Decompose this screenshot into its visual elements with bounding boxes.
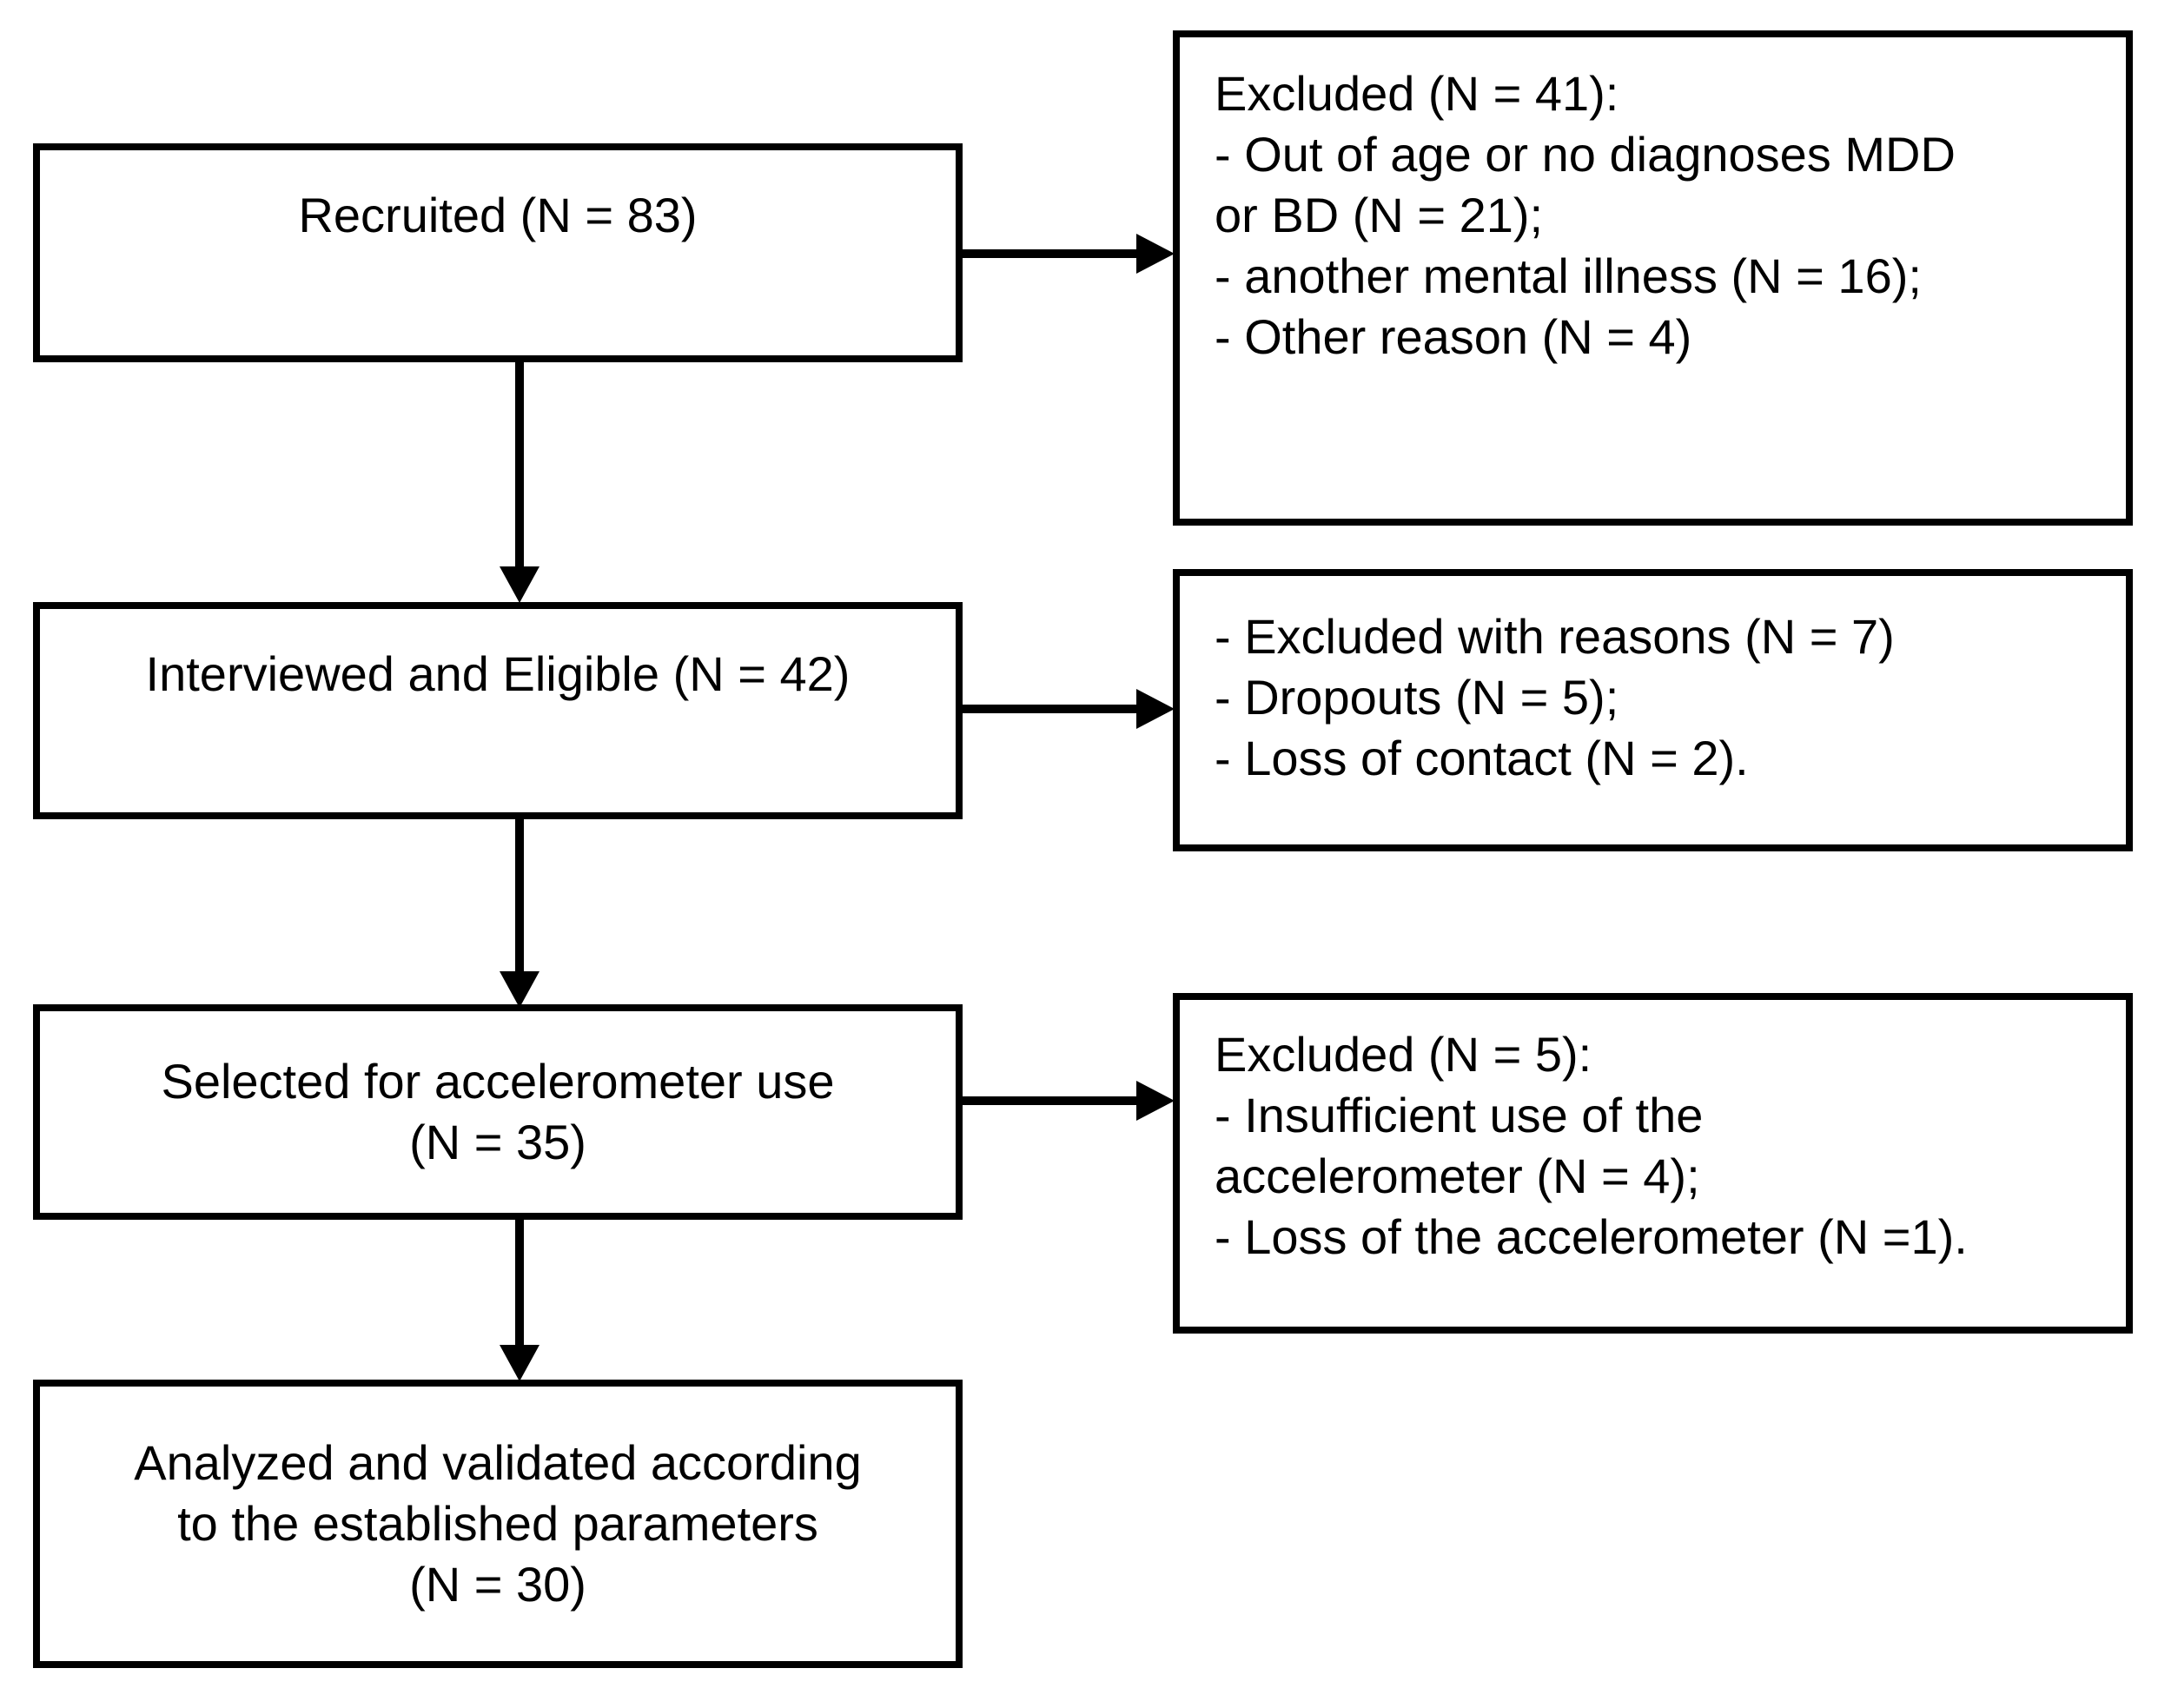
- box-excluded-after-interview: - Excluded with reasons (N = 7) - Dropou…: [1173, 569, 2133, 851]
- box-analyzed-validated: Analyzed and validated according to the …: [33, 1380, 963, 1668]
- box-text-line: Excluded (N = 5):: [1215, 1027, 1592, 1082]
- box-text-line: (N = 30): [409, 1557, 586, 1612]
- box-text-line: - another mental illness (N = 16);: [1215, 248, 1922, 303]
- arrow-interviewed-to-excluded-2: [959, 689, 1175, 729]
- arrow-recruited-to-excluded-1: [959, 234, 1175, 274]
- box-text-line: - Other reason (N = 4): [1215, 309, 1692, 364]
- arrow-interviewed-to-selected: [500, 816, 540, 1008]
- box-text-line: accelerometer (N = 4);: [1215, 1149, 1700, 1203]
- box-selected-accelerometer: Selected for accelerometer use (N = 35): [33, 1004, 963, 1220]
- arrow-selected-to-analyzed: [500, 1216, 540, 1381]
- box-text-line: or BD (N = 21);: [1215, 188, 1544, 242]
- box-text-line: Excluded (N = 41):: [1215, 66, 1619, 121]
- box-interviewed-eligible: Interviewed and Eligible (N = 42): [33, 602, 963, 819]
- box-text-line: to the established parameters: [177, 1496, 818, 1551]
- box-text-line: - Insufficient use of the: [1215, 1088, 1704, 1142]
- box-text-line: Analyzed and validated according: [134, 1435, 862, 1490]
- box-text-line: Selected for accelerometer use: [161, 1054, 835, 1109]
- box-text-line: - Loss of contact (N = 2).: [1215, 731, 1749, 785]
- box-excluded-after-recruitment: Excluded (N = 41): - Out of age or no di…: [1173, 30, 2133, 526]
- box-text-line: Recruited (N = 83): [298, 188, 698, 242]
- box-text-line: - Dropouts (N = 5);: [1215, 670, 1619, 725]
- box-text-line: (N = 35): [409, 1115, 586, 1169]
- box-text-line: Interviewed and Eligible (N = 42): [145, 646, 851, 701]
- box-text-line: - Out of age or no diagnoses MDD: [1215, 127, 1956, 182]
- arrow-selected-to-excluded-3: [959, 1081, 1175, 1121]
- box-text-line: - Loss of the accelerometer (N =1).: [1215, 1209, 1968, 1264]
- box-excluded-after-selection: Excluded (N = 5): - Insufficient use of …: [1173, 993, 2133, 1334]
- box-text-line: - Excluded with reasons (N = 7): [1215, 609, 1895, 664]
- arrow-recruited-to-interviewed: [500, 359, 540, 603]
- box-recruited: Recruited (N = 83): [33, 143, 963, 362]
